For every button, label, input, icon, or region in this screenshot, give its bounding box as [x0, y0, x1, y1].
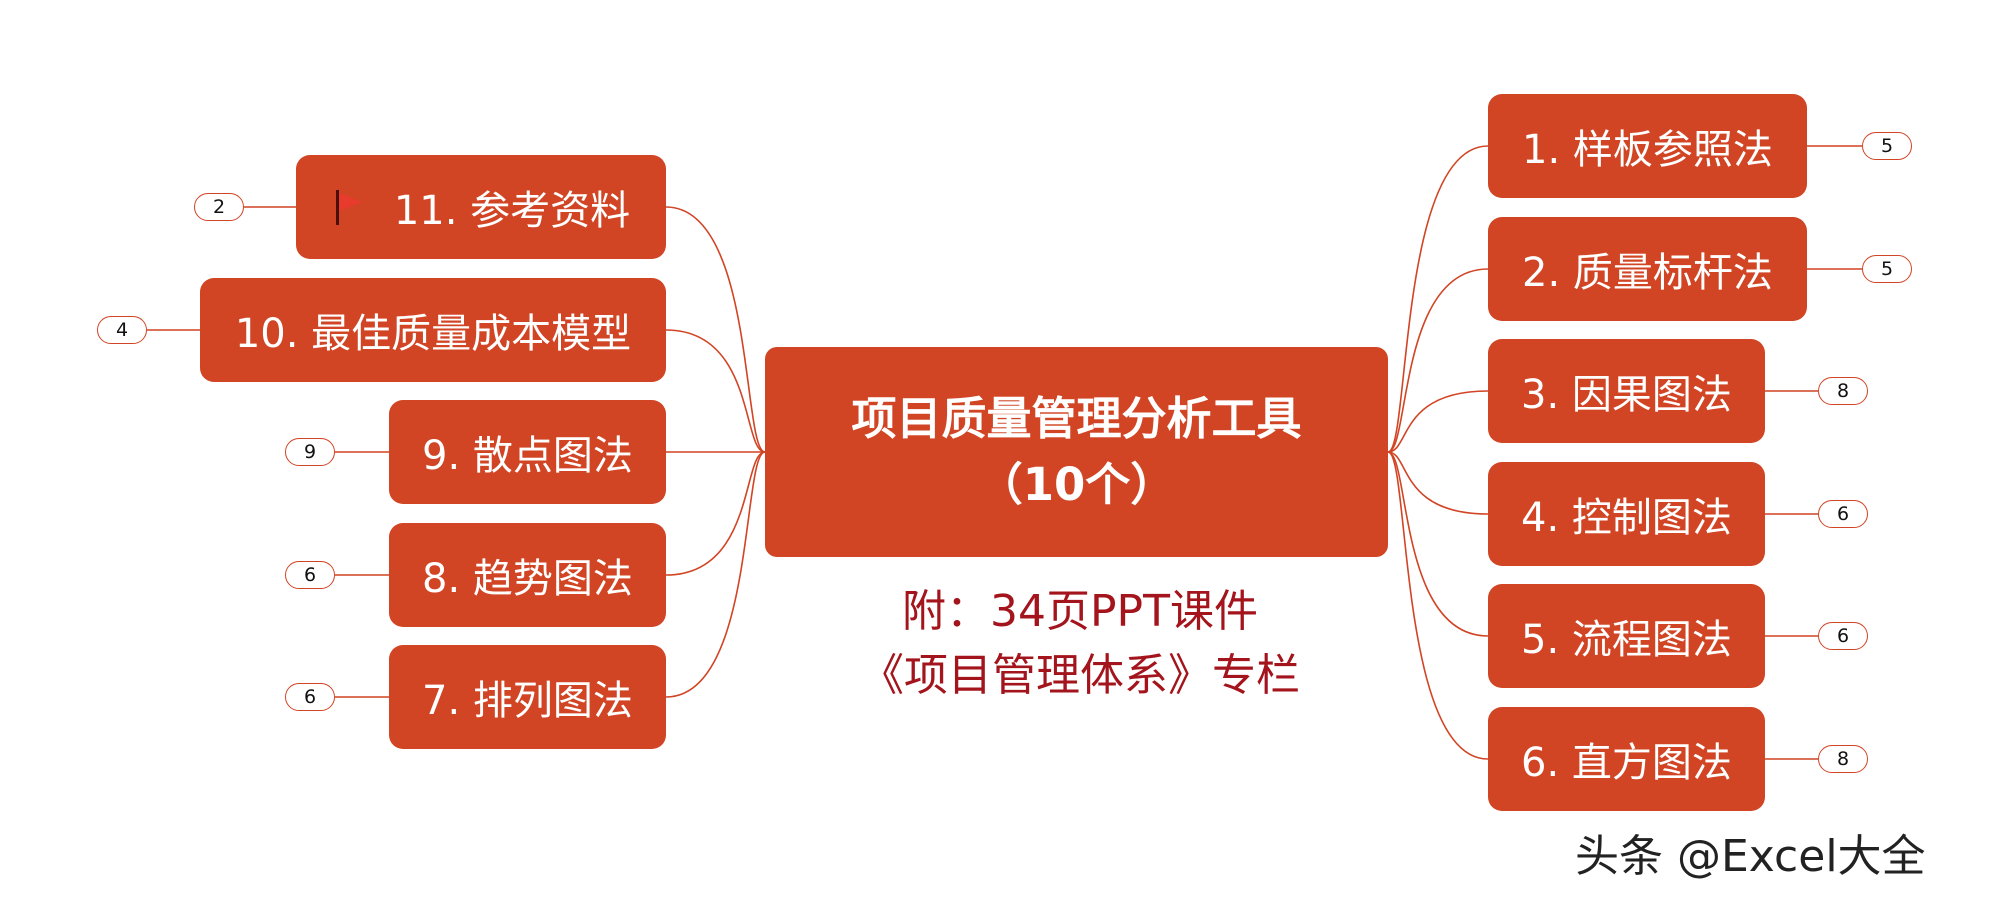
count-badge-8[interactable]: 6	[285, 561, 335, 589]
central-topic-title: 项目质量管理分析工具	[851, 392, 1302, 445]
connector-line	[1387, 451, 1489, 515]
connector-line	[1387, 268, 1489, 453]
count-badge-10[interactable]: 4	[97, 316, 147, 344]
node-label: 7. 排列图法	[422, 678, 633, 724]
node-1[interactable]: 1. 样板参照法	[1488, 94, 1807, 198]
node-label: 10. 最佳质量成本模型	[234, 311, 632, 357]
note-line-2: 《项目管理体系》专栏	[860, 650, 1300, 701]
count-badge-4[interactable]: 6	[1818, 500, 1868, 528]
node-11[interactable]: 11. 参考资料	[296, 155, 666, 259]
node-label: 8. 趋势图法	[422, 556, 633, 602]
attachment-note: 附：34页PPT课件 《项目管理体系》专栏	[830, 580, 1330, 708]
node-9[interactable]: 9. 散点图法	[389, 400, 666, 504]
connector-line	[665, 451, 766, 576]
flag-icon	[335, 190, 362, 225]
count-badge-3[interactable]: 8	[1818, 377, 1868, 405]
watermark: 头条 @Excel大全	[1575, 831, 1926, 882]
connector-line	[1387, 451, 1489, 637]
connector-line	[665, 451, 766, 698]
node-label: 6. 直方图法	[1521, 740, 1732, 786]
count-badge-9[interactable]: 9	[285, 438, 335, 466]
connector-line	[665, 329, 766, 453]
count-badge-7[interactable]: 6	[285, 683, 335, 711]
count-badge-5[interactable]: 6	[1818, 622, 1868, 650]
node-label: 9. 散点图法	[422, 433, 633, 479]
node-7[interactable]: 7. 排列图法	[389, 645, 666, 749]
connector-line	[1387, 390, 1489, 453]
node-3[interactable]: 3. 因果图法	[1488, 339, 1765, 443]
node-2[interactable]: 2. 质量标杆法	[1488, 217, 1807, 321]
note-line-1: 附：34页PPT课件	[902, 586, 1258, 637]
connector-line	[665, 206, 766, 453]
central-topic-subtitle: （10个）	[977, 458, 1176, 511]
node-6[interactable]: 6. 直方图法	[1488, 707, 1765, 811]
connector-line	[1387, 451, 1489, 760]
node-label: 11. 参考资料	[393, 188, 631, 234]
node-label: 5. 流程图法	[1521, 617, 1732, 663]
node-10[interactable]: 10. 最佳质量成本模型	[200, 278, 666, 382]
node-label: 1. 样板参照法	[1522, 127, 1773, 173]
central-topic[interactable]: 项目质量管理分析工具 （10个）	[765, 347, 1388, 557]
node-5[interactable]: 5. 流程图法	[1488, 584, 1765, 688]
node-4[interactable]: 4. 控制图法	[1488, 462, 1765, 566]
count-badge-11[interactable]: 2	[194, 193, 244, 221]
count-badge-2[interactable]: 5	[1862, 255, 1912, 283]
node-label: 2. 质量标杆法	[1522, 250, 1773, 296]
node-label: 3. 因果图法	[1521, 372, 1732, 418]
count-badge-6[interactable]: 8	[1818, 745, 1868, 773]
node-8[interactable]: 8. 趋势图法	[389, 523, 666, 627]
node-label: 4. 控制图法	[1521, 495, 1732, 541]
count-badge-1[interactable]: 5	[1862, 132, 1912, 160]
connector-line	[1387, 145, 1489, 453]
